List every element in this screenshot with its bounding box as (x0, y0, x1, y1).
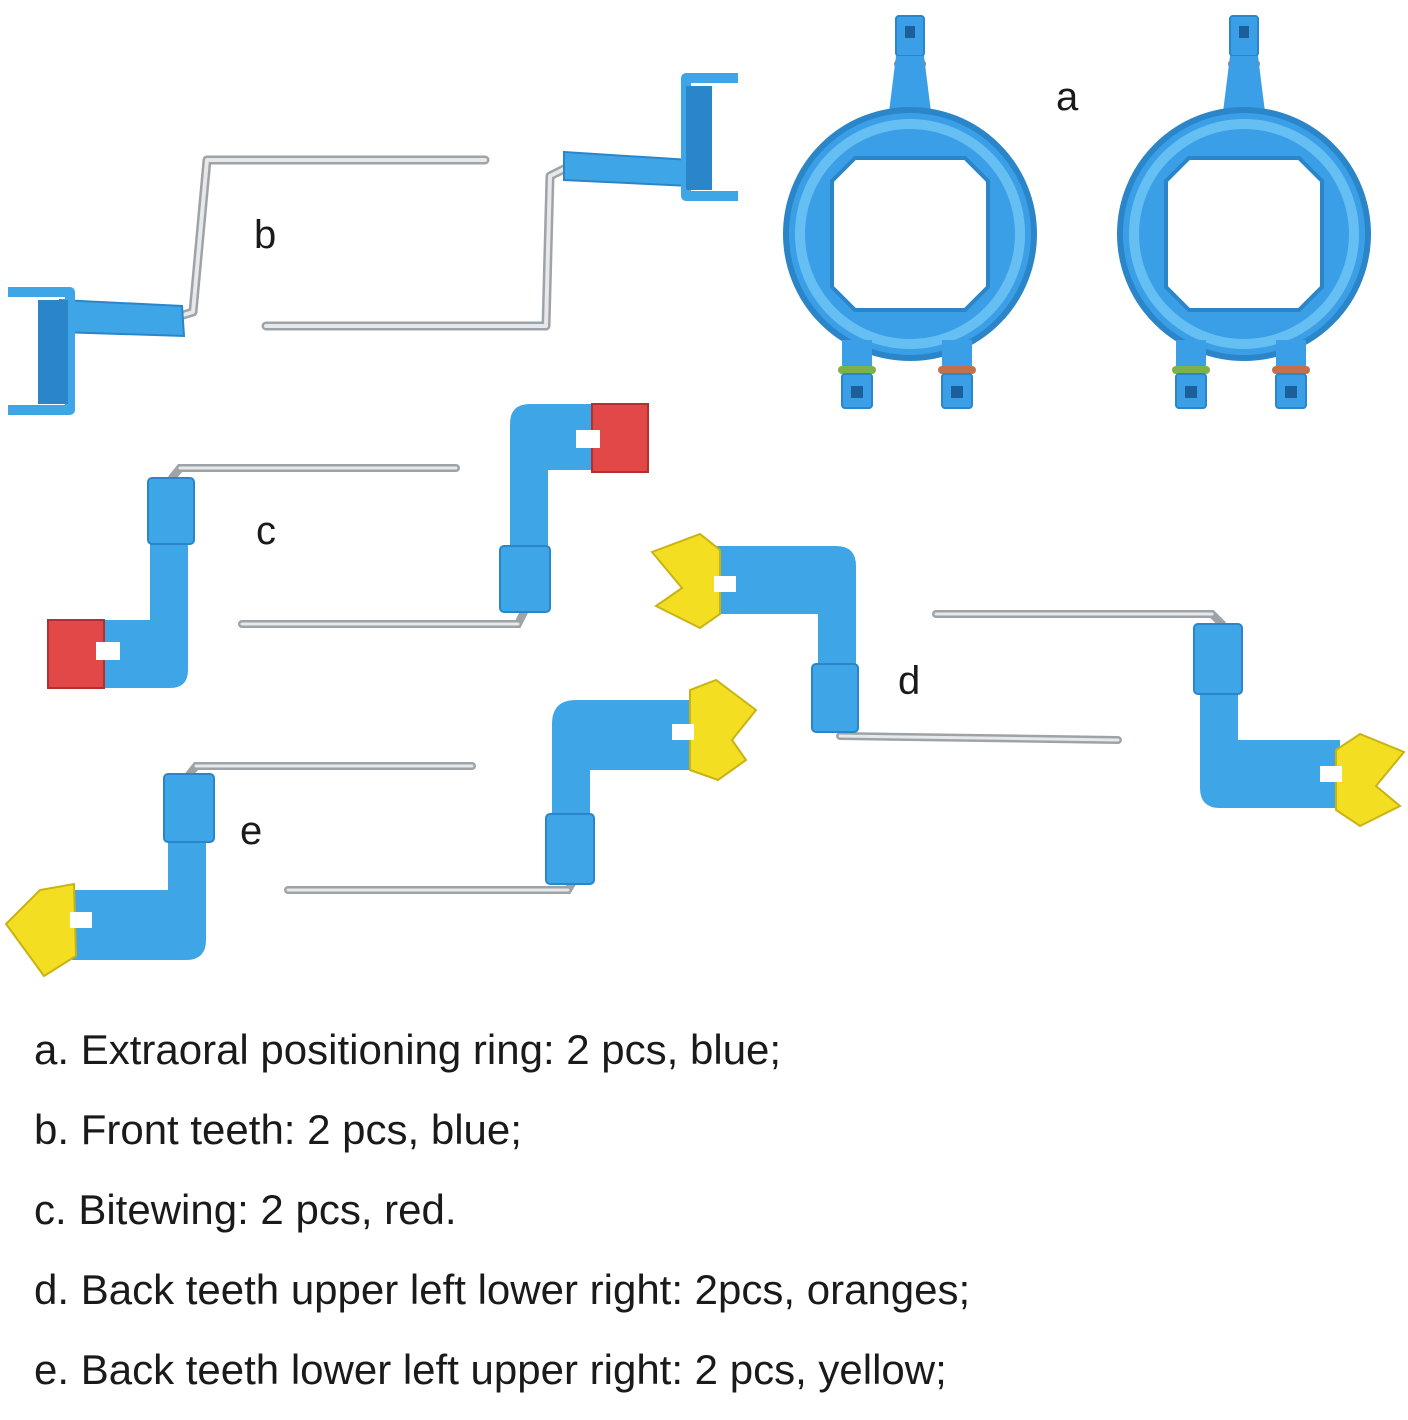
label-e: e (240, 809, 262, 853)
label-c: c (256, 509, 276, 553)
legend: a. Extraoral positioning ring: 2 pcs, bl… (34, 1020, 1394, 1420)
bitewing-holder-left (47, 464, 460, 689)
front-teeth-holder-left (8, 155, 490, 415)
back-teeth-holder-d-right (932, 610, 1406, 828)
legend-item-b: b. Front teeth: 2 pcs, blue; (34, 1106, 522, 1153)
back-teeth-holder-e-right (284, 678, 758, 894)
legend-item-d: d. Back teeth upper left lower right: 2p… (34, 1266, 971, 1313)
back-teeth-holder-e-left (4, 762, 476, 978)
positioning-ring-right (1117, 15, 1371, 409)
label-a: a (1056, 75, 1079, 119)
back-teeth-holder-d-left (650, 532, 1122, 744)
positioning-ring-left (783, 15, 1037, 409)
legend-item-e: e. Back teeth lower left upper right: 2 … (34, 1346, 947, 1393)
label-d: d (898, 659, 920, 703)
bitewing-holder-right (238, 403, 649, 628)
front-teeth-holder-right (261, 73, 738, 331)
product-figure: a b c d e (4, 15, 1406, 978)
legend-item-c: c. Bitewing: 2 pcs, red. (34, 1186, 457, 1233)
label-b: b (254, 213, 276, 257)
figure-svg: a b c d e (4, 15, 1406, 978)
legend-item-a: a. Extraoral positioning ring: 2 pcs, bl… (34, 1026, 782, 1073)
